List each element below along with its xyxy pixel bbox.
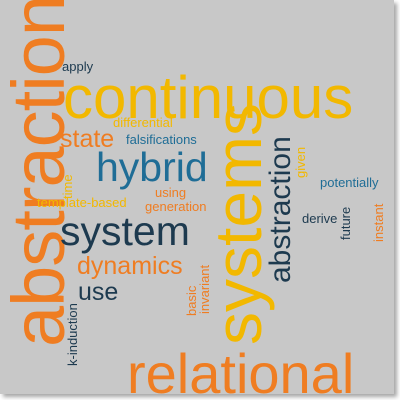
word-using: using	[155, 185, 187, 200]
word-dynamics: dynamics	[77, 252, 183, 280]
word-apply: apply	[62, 59, 94, 74]
word-time: time	[60, 174, 75, 199]
word-derive: derive	[302, 211, 338, 226]
word-relational: relational	[127, 342, 355, 395]
word-abstraction: abstraction	[264, 136, 297, 283]
word-hybrid: hybrid	[96, 144, 208, 190]
word-system: system	[60, 208, 190, 254]
word-template-based: template-based	[37, 195, 127, 210]
word-state: state	[60, 125, 115, 153]
word-cloud: abstractions systems abstraction continu…	[0, 0, 394, 394]
word-k-induction: k-induction	[65, 303, 80, 366]
word-use: use	[78, 278, 119, 306]
word-potentially: potentially	[320, 175, 379, 190]
word-differential: differential	[113, 115, 173, 130]
word-continuous: continuous	[63, 64, 354, 131]
word-generation: generation	[145, 199, 207, 214]
word-given: given	[293, 146, 308, 178]
word-invariant: invariant	[197, 264, 212, 314]
word-instant: instant	[371, 203, 386, 242]
word-future: future	[338, 206, 353, 240]
word-systems: systems	[201, 102, 275, 345]
word-falsifications: falsifications	[126, 132, 197, 147]
